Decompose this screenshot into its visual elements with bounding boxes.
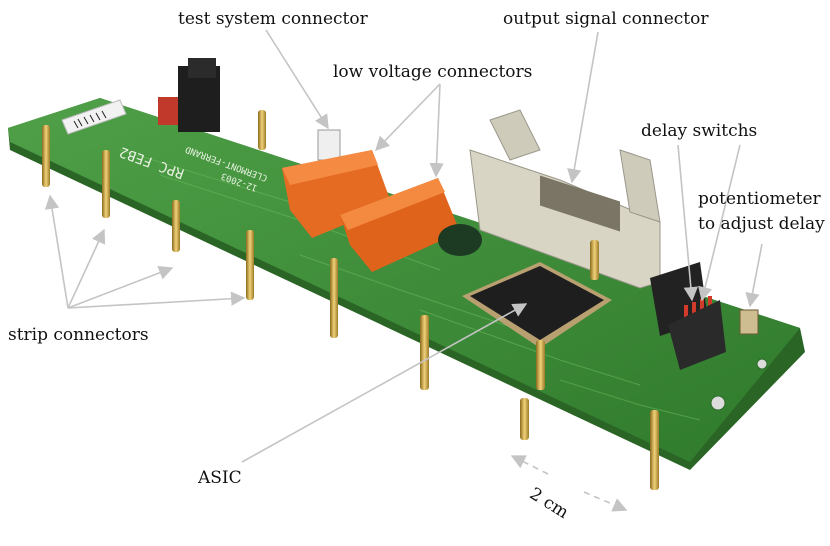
pin bbox=[258, 110, 266, 150]
strip-connector-pins bbox=[42, 110, 659, 490]
label-asic: ASIC bbox=[198, 468, 242, 488]
label-strip-connectors: strip connectors bbox=[8, 325, 149, 345]
pin bbox=[590, 240, 599, 280]
pin bbox=[650, 410, 659, 490]
delay-switches bbox=[650, 262, 726, 370]
pin bbox=[536, 340, 545, 390]
label-delay-switches: delay switchs bbox=[641, 121, 758, 141]
arrow-delay-switch bbox=[677, 144, 699, 302]
annotation-arrows bbox=[44, 29, 763, 512]
arrow-test-system bbox=[265, 29, 329, 130]
arrow-delay-switch-2 bbox=[698, 144, 741, 302]
arrow-scale-left bbox=[510, 455, 549, 475]
pin bbox=[520, 398, 529, 440]
label-low-voltage-connectors: low voltage connectors bbox=[333, 62, 533, 82]
arrow-strip-3 bbox=[67, 265, 174, 309]
pin bbox=[172, 200, 180, 252]
arrow-output-signal bbox=[567, 31, 599, 184]
test-jumper-block bbox=[158, 58, 220, 132]
pin bbox=[246, 230, 254, 300]
arrow-low-voltage-2 bbox=[429, 83, 444, 178]
pin bbox=[42, 125, 50, 187]
arrow-strip-2 bbox=[67, 228, 106, 309]
arrow-strip-4 bbox=[67, 291, 246, 309]
pin bbox=[330, 258, 338, 338]
low-voltage-connectors bbox=[282, 150, 482, 272]
pcb-board bbox=[8, 98, 805, 470]
output-signal-connector bbox=[469, 109, 661, 289]
arrow-scale-right bbox=[583, 491, 628, 512]
label-potentiometer: potentiometer bbox=[698, 189, 821, 209]
asic-chip bbox=[462, 262, 612, 348]
arrow-potentiometer bbox=[745, 243, 763, 308]
pin bbox=[102, 150, 110, 218]
barcode-sticker bbox=[61, 99, 127, 135]
label-potentiometer-line2: to adjust delay bbox=[698, 214, 825, 234]
test-system-connector bbox=[317, 129, 341, 161]
pin bbox=[420, 315, 429, 390]
label-output-signal-connector: output signal connector bbox=[503, 9, 709, 29]
label-test-system-connector: test system connector bbox=[178, 9, 368, 29]
arrow-asic bbox=[241, 303, 528, 463]
arrow-strip-1 bbox=[44, 194, 69, 309]
potentiometer bbox=[739, 309, 759, 335]
arrow-low-voltage-1 bbox=[374, 83, 441, 152]
